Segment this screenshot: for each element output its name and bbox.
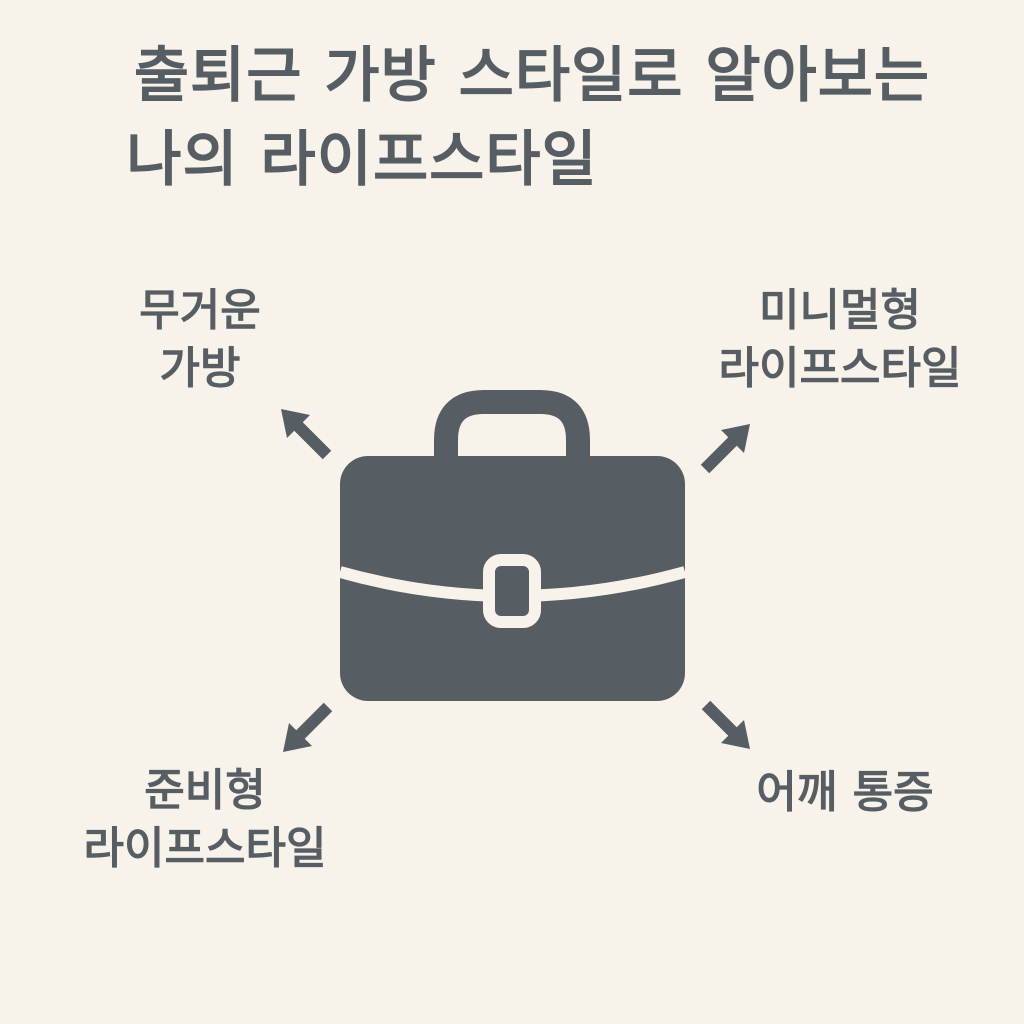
arrow-down-right-icon <box>701 700 750 749</box>
arrow-down-left-icon <box>283 702 333 752</box>
label-minimal-line-1: 미니멀형 <box>759 285 921 336</box>
label-prepared-line-1: 준비형 <box>144 765 266 816</box>
label-prepared-lifestyle: 준비형 라이프스타일 <box>55 762 355 878</box>
label-heavy-bag-line-1: 무거운 <box>139 285 261 336</box>
label-heavy-bag: 무거운 가방 <box>90 282 310 398</box>
label-shoulder-pain: 어깨 통증 <box>720 764 970 822</box>
arrow-up-right-icon <box>700 424 750 474</box>
briefcase-handle <box>434 390 590 456</box>
label-heavy-bag-line-2: 가방 <box>159 343 241 394</box>
label-shoulder-pain-line-1: 어깨 통증 <box>756 767 934 818</box>
title-line-1: 출퇴근 가방 스타일로 알아보는 <box>133 41 931 111</box>
briefcase-icon <box>338 390 687 701</box>
title-line-2: 나의 라이프스타일 <box>126 125 598 195</box>
label-minimal-line-2: 라이프스타일 <box>718 343 962 394</box>
arrow-up-left-icon <box>281 409 332 460</box>
briefcase-clasp <box>483 554 541 628</box>
label-minimal-lifestyle: 미니멀형 라이프스타일 <box>680 282 1000 398</box>
label-prepared-line-2: 라이프스타일 <box>83 823 327 874</box>
